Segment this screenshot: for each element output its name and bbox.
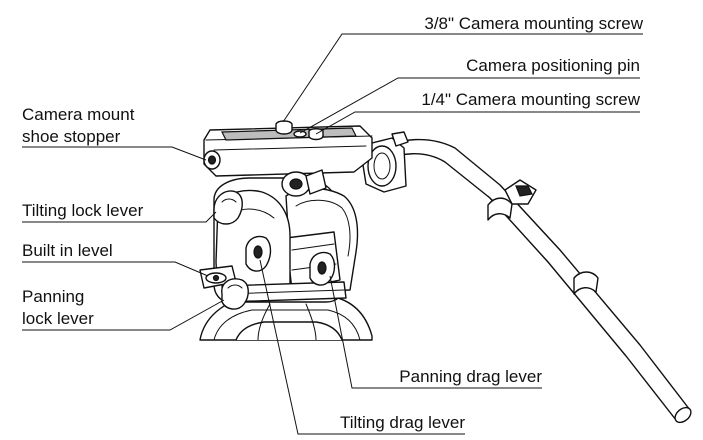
leader-positioning-pin xyxy=(299,77,640,134)
tilting-drag-lever xyxy=(245,235,272,272)
leader-1-4-screw xyxy=(315,111,640,135)
label-panning-lock-line2: lock lever xyxy=(22,309,94,328)
leader-tilting-drag xyxy=(259,259,465,435)
labels: 3/8" Camera mounting screw Camera positi… xyxy=(22,14,644,432)
leader-3-8-screw xyxy=(282,33,643,123)
label-shoe-stopper-line2: shoe stopper xyxy=(22,127,121,146)
camera-plate xyxy=(203,120,373,197)
label-shoe-stopper-line1: Camera mount xyxy=(22,105,135,124)
tripod-head-illustration xyxy=(199,120,692,424)
leader-lines xyxy=(22,33,643,435)
label-camera-positioning-pin: Camera positioning pin xyxy=(466,56,640,75)
leader-tilting-lock xyxy=(22,211,217,223)
label-1-4-camera-mounting-screw: 1/4" Camera mounting screw xyxy=(421,90,640,109)
label-panning-lock-line1: Panning xyxy=(22,287,84,306)
label-tilting-lock-lever: Tilting lock lever xyxy=(22,201,144,220)
panning-lock-lever xyxy=(221,278,249,310)
tilting-lock-lever xyxy=(213,190,243,225)
label-built-in-level: Built in level xyxy=(22,241,113,260)
label-panning-drag-lever: Panning drag lever xyxy=(399,367,542,386)
leader-built-in-level xyxy=(22,261,209,277)
leader-shoe-stopper xyxy=(22,146,207,161)
leader-panning-lock xyxy=(22,299,225,331)
leader-panning-drag xyxy=(329,275,542,389)
panning-drag-lever xyxy=(309,251,336,286)
label-3-8-camera-mounting-screw: 3/8" Camera mounting screw xyxy=(424,14,643,33)
label-tilting-drag-lever: Tilting drag lever xyxy=(340,413,465,432)
